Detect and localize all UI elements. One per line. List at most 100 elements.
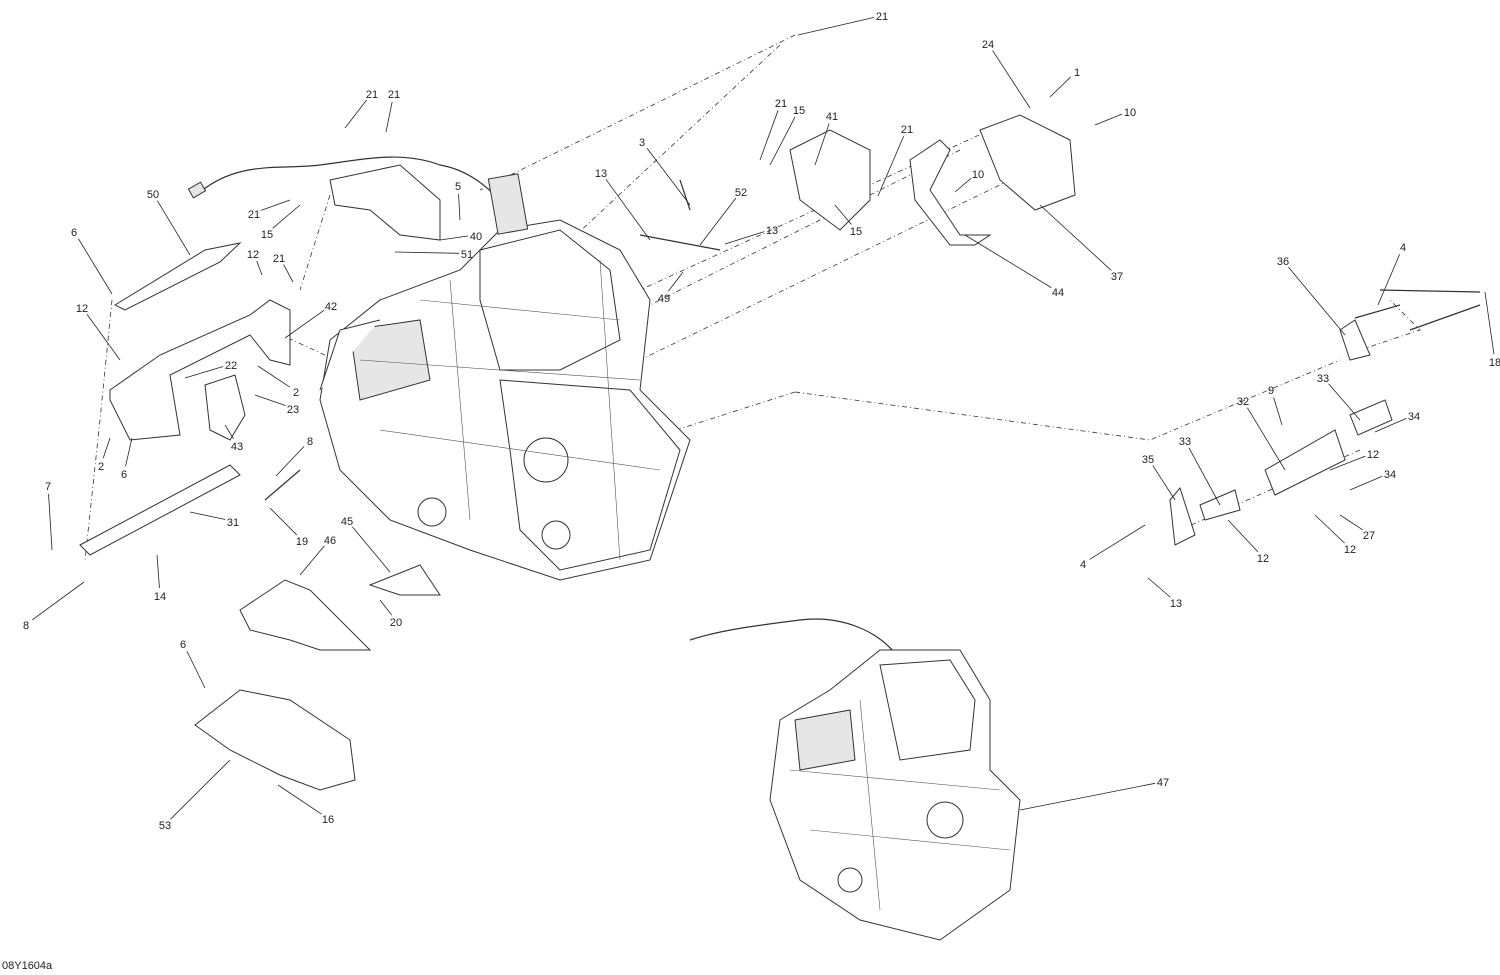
callout-number: 15	[850, 226, 862, 238]
leader-line	[125, 437, 133, 467]
callout-15: 15	[261, 204, 301, 241]
callout-21: 21	[759, 98, 787, 161]
leader-line	[48, 493, 53, 551]
callout-number: 41	[826, 111, 838, 123]
callout-41: 41	[814, 111, 838, 166]
leader-line	[1273, 397, 1283, 426]
leader-line	[1246, 407, 1286, 471]
callout-5: 5	[455, 181, 461, 221]
leader-line	[1227, 519, 1259, 553]
leader-line	[439, 235, 469, 241]
callout-32: 32	[1237, 396, 1286, 471]
leader-line	[275, 446, 305, 477]
callout-33: 33	[1179, 436, 1221, 506]
leader-line	[170, 759, 231, 820]
callout-number: 37	[1111, 271, 1123, 283]
callout-number: 12	[247, 249, 259, 261]
callout-number: 19	[296, 536, 308, 548]
callout-number: 23	[287, 404, 299, 416]
callout-47: 47	[1019, 777, 1169, 811]
callout-2: 2	[98, 437, 111, 473]
callout-6: 6	[121, 437, 133, 481]
callout-23: 23	[254, 394, 299, 416]
callout-21: 21	[385, 89, 400, 133]
callout-number: 6	[71, 227, 77, 239]
diagram-reference-code: 08Y1604a	[2, 960, 53, 972]
callout-number: 20	[390, 617, 402, 629]
callout-21: 21	[248, 199, 291, 221]
callout-35: 35	[1142, 454, 1176, 501]
leader-line	[1328, 383, 1361, 421]
leader-line	[254, 394, 286, 406]
leader-line	[1349, 475, 1383, 491]
callout-42: 42	[284, 301, 337, 339]
leader-line	[1314, 514, 1345, 544]
callout-45: 45	[341, 516, 391, 573]
callout-number: 32	[1237, 396, 1249, 408]
leader-line	[1188, 447, 1221, 506]
callout-52: 52	[699, 187, 747, 246]
leader-line	[352, 526, 391, 573]
callout-number: 27	[1363, 530, 1375, 542]
callout-number: 15	[793, 105, 805, 117]
callout-number: 52	[735, 187, 747, 199]
callout-number: 14	[154, 591, 166, 603]
leader-line	[964, 234, 1052, 288]
leader-line	[646, 147, 691, 206]
callout-3: 3	[639, 137, 691, 206]
leader-line	[186, 650, 206, 689]
leader-line	[1374, 417, 1407, 433]
callout-number: 22	[225, 360, 237, 372]
callout-number: 21	[366, 89, 378, 101]
callout-21: 21	[797, 11, 888, 36]
callout-8: 8	[275, 436, 313, 477]
callout-number: 47	[1157, 777, 1169, 789]
callout-12: 12	[1227, 519, 1269, 565]
leader-line	[797, 17, 875, 36]
leader-line	[385, 101, 393, 133]
callout-number: 21	[388, 89, 400, 101]
callout-number: 15	[261, 229, 273, 241]
callout-40: 40	[439, 231, 482, 243]
callout-number: 8	[23, 620, 29, 632]
leader-line	[277, 784, 322, 815]
callout-number: 43	[231, 441, 243, 453]
leader-line	[344, 99, 367, 129]
callout-number: 2	[293, 387, 299, 399]
leader-line	[269, 507, 298, 536]
leader-line	[257, 365, 290, 388]
leader-line	[102, 437, 111, 459]
leader-line	[1049, 76, 1071, 98]
callout-20: 20	[379, 599, 402, 629]
callout-number: 34	[1384, 469, 1396, 481]
callout-33: 33	[1317, 373, 1361, 421]
callout-36: 36	[1277, 256, 1346, 336]
callout-12: 12	[247, 249, 263, 276]
leader-line	[1377, 254, 1401, 306]
brackets-and-plates	[79, 114, 1481, 791]
leader-line	[1039, 204, 1112, 271]
callout-1: 1	[1049, 67, 1080, 98]
callout-4: 4	[1377, 242, 1406, 306]
callout-number: 8	[307, 436, 313, 448]
callout-6: 6	[180, 639, 206, 689]
callout-15: 15	[834, 204, 862, 238]
callout-number: 4	[1080, 559, 1086, 571]
callout-number: 21	[248, 209, 260, 221]
leader-line	[299, 545, 325, 576]
leader-line	[1094, 113, 1123, 126]
leader-line	[667, 271, 684, 292]
callout-53: 53	[159, 759, 231, 832]
callout-number: 2	[98, 461, 104, 473]
callout-21: 21	[344, 89, 378, 129]
callout-number: 16	[322, 814, 334, 826]
leader-line	[769, 116, 796, 166]
leader-line	[189, 511, 226, 520]
callout-10: 10	[1094, 107, 1136, 126]
leader-line	[283, 264, 294, 283]
callout-number: 33	[1179, 436, 1191, 448]
leader-line	[724, 231, 765, 245]
callout-number: 34	[1408, 411, 1420, 423]
callout-number: 13	[1170, 598, 1182, 610]
